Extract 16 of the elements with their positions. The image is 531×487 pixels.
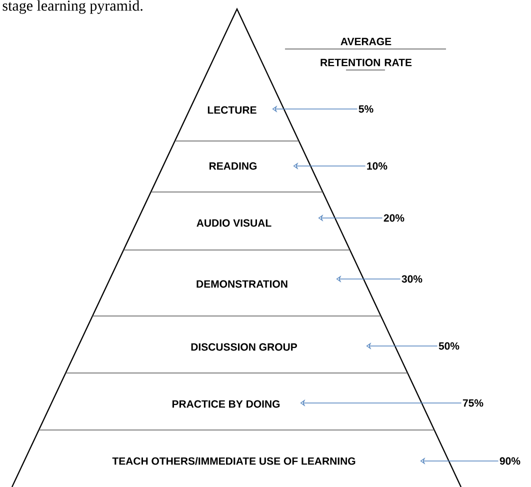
percentage-label: 50% [438, 342, 460, 350]
level-label: LECTURE [208, 106, 256, 114]
level-label: READING [210, 162, 257, 170]
percentage-label: 90% [500, 457, 520, 465]
level-label: DEMONSTRATION [196, 280, 288, 288]
percentage-label: 5% [358, 105, 374, 113]
caption-text: stage learning pyramid. [2, 0, 142, 14]
level-label: PRACTICE BY DOING [172, 400, 280, 408]
percentage-label: 30% [402, 275, 422, 283]
percentage-label: 10% [367, 162, 388, 170]
level-label: DISCUSSION GROUP [191, 343, 297, 351]
percentage-label: 75% [462, 399, 484, 407]
percentage-label: 20% [384, 214, 404, 222]
level-label: TEACH OTHERS/IMMEDIATE USE OF LEARNING [112, 457, 356, 465]
level-label: AUDIO VISUAL [196, 219, 272, 227]
column-heading: AVERAGE RETENTION RATE [320, 38, 412, 66]
